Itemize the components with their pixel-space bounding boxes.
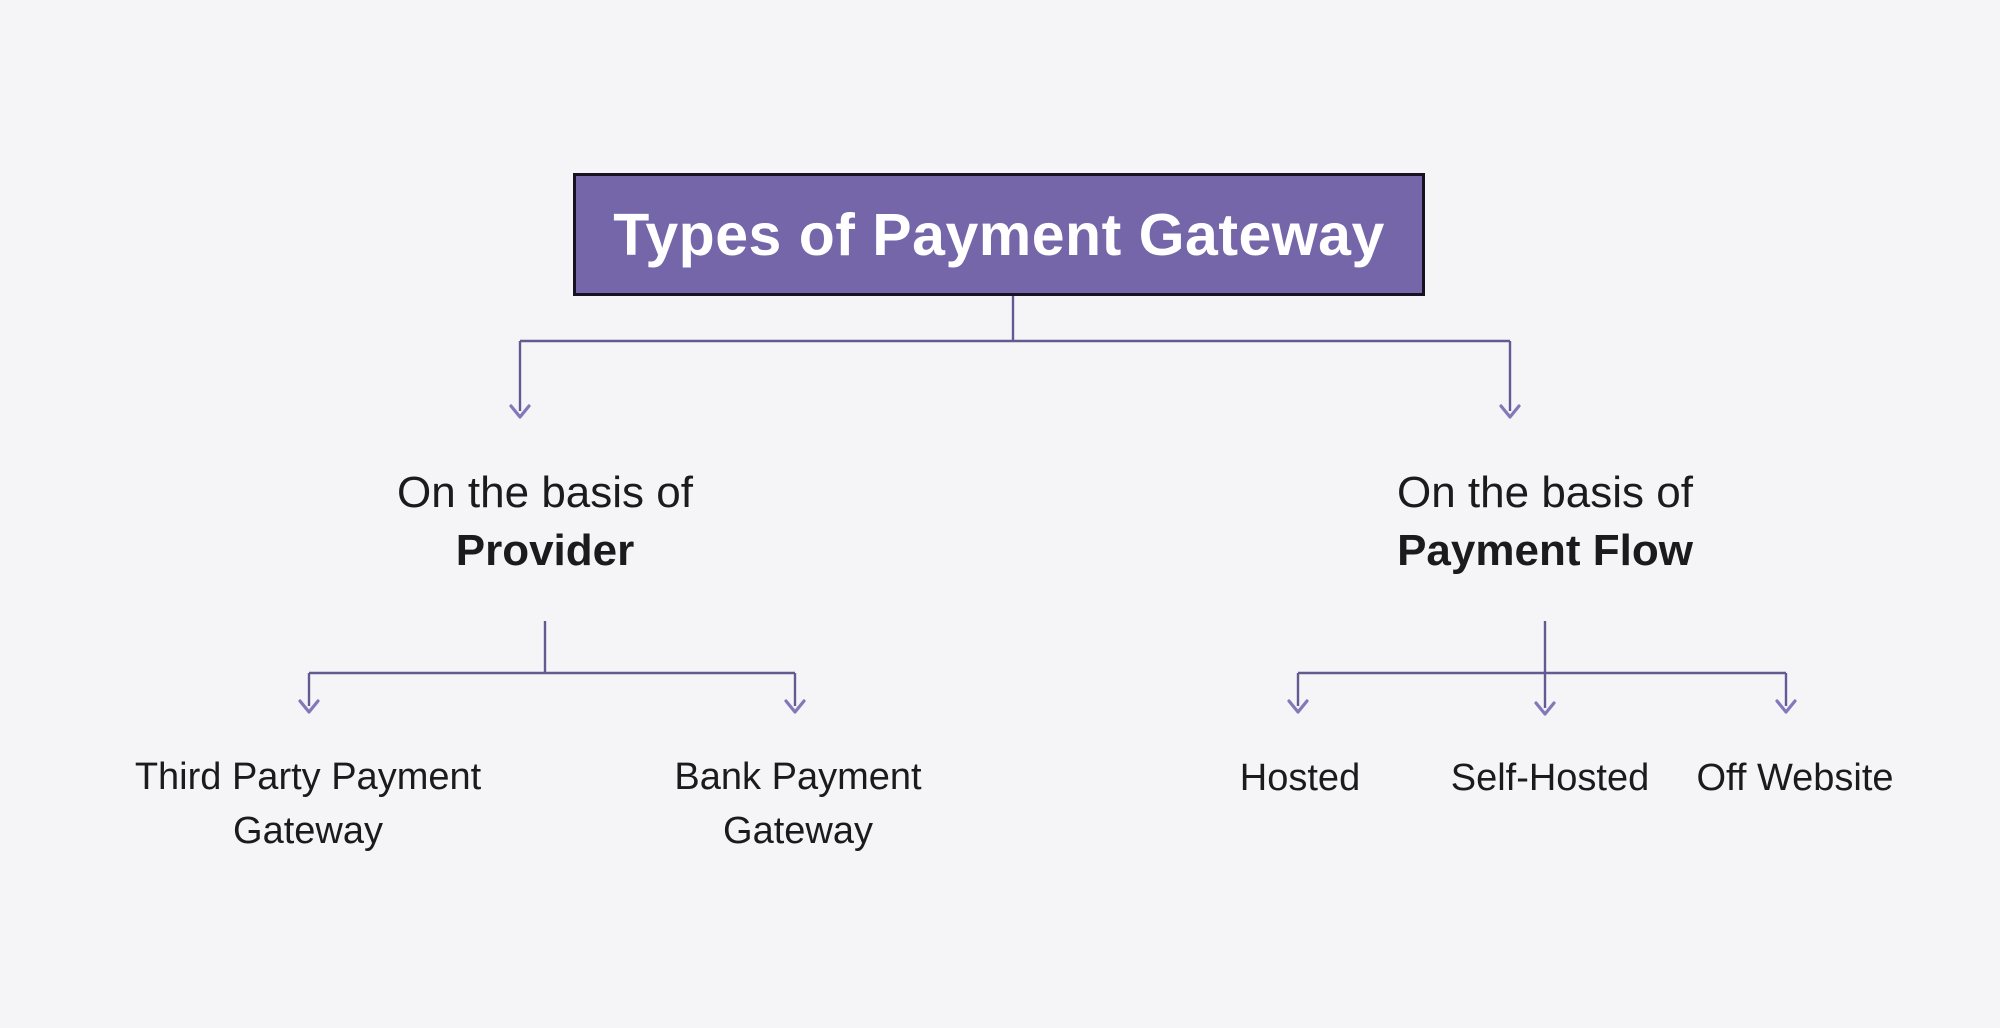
node-bank-payment-gateway: Bank Payment Gateway xyxy=(588,750,1008,858)
title-box: Types of Payment Gateway xyxy=(573,173,1425,296)
arrow-down-icon xyxy=(784,699,806,714)
node-hosted: Hosted xyxy=(1239,757,1361,799)
branch-label-provider: On the basis of Provider xyxy=(325,464,765,580)
branch-prefix: On the basis of xyxy=(1397,468,1693,517)
node-third-party-payment-gateway: Third Party Payment Gateway xyxy=(98,750,518,858)
arrow-down-icon xyxy=(1534,701,1556,716)
branch-label-payment-flow: On the basis of Payment Flow xyxy=(1325,464,1765,580)
arrow-down-icon xyxy=(509,404,531,419)
node-label-line: Gateway xyxy=(233,810,383,852)
arrow-down-icon xyxy=(1775,699,1797,714)
page-title: Types of Payment Gateway xyxy=(613,201,1385,268)
branch-prefix: On the basis of xyxy=(397,468,693,517)
node-label-line: Third Party Payment xyxy=(134,756,482,798)
branch-name: Payment Flow xyxy=(1397,526,1693,575)
branch-name: Provider xyxy=(455,526,635,575)
node-label-line: Bank Payment xyxy=(674,756,922,798)
arrow-down-icon xyxy=(1499,404,1521,419)
node-off-website: Off Website xyxy=(1696,757,1894,799)
arrow-down-icon xyxy=(298,699,320,714)
node-label-line: Gateway xyxy=(723,810,873,852)
node-self-hosted: Self-Hosted xyxy=(1450,757,1650,799)
arrow-down-icon xyxy=(1287,699,1309,714)
